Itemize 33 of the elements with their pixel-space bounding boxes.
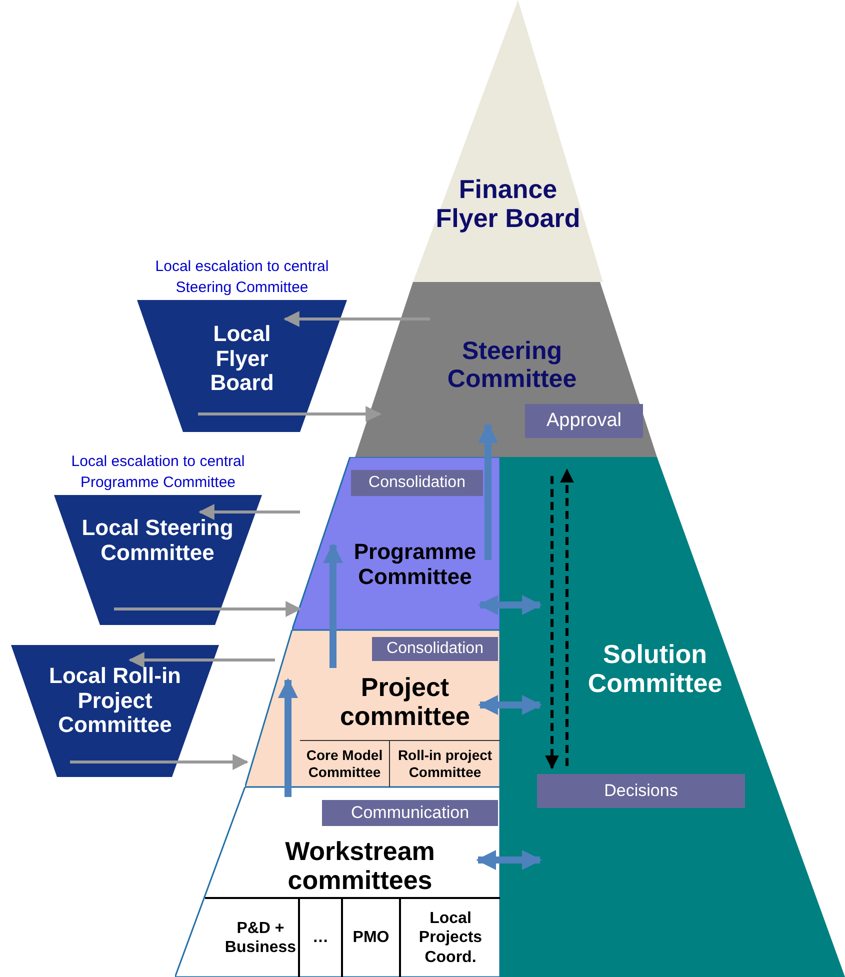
tier-title: Project committee (338, 673, 472, 732)
arrow (560, 468, 574, 766)
arrow (478, 695, 542, 715)
arrow (114, 601, 302, 617)
arrow (128, 652, 275, 668)
arrow (198, 406, 382, 422)
escalation-note: Local escalation to central Programme Committee (70, 452, 246, 493)
stage-tag: Consolidation (351, 470, 483, 496)
escalation-note: Local escalation to central Steering Committee (154, 257, 330, 298)
stage-tag: Communication (322, 800, 498, 826)
table-cell: … (300, 897, 343, 977)
arrow (478, 595, 542, 615)
committee-title: Local Roll-in Project Committee (48, 664, 182, 738)
arrow (70, 754, 249, 770)
arrow (198, 504, 300, 520)
arrow (478, 423, 498, 560)
tier-title: Solution Committee (586, 640, 724, 698)
table-cell: P&D + Business (205, 897, 300, 977)
committee-title: Local Steering Committee (80, 516, 234, 566)
committee-title: Local Flyer Board (209, 322, 275, 396)
arrow (323, 543, 343, 668)
stage-tag: Consolidation (372, 637, 498, 661)
tier-title: Workstream committees (284, 837, 436, 896)
arrow (476, 850, 542, 870)
stage-tag: Decisions (537, 774, 745, 808)
arrow (283, 311, 430, 327)
tier-title: Programme Committee (352, 540, 478, 590)
tier-title: Steering Committee (446, 337, 578, 393)
table-cell: PMO (343, 897, 401, 977)
arrow (545, 476, 559, 770)
arrow (278, 678, 298, 797)
tier-title: Finance Flyer Board (434, 175, 582, 234)
stage-tag: Approval (525, 404, 643, 438)
